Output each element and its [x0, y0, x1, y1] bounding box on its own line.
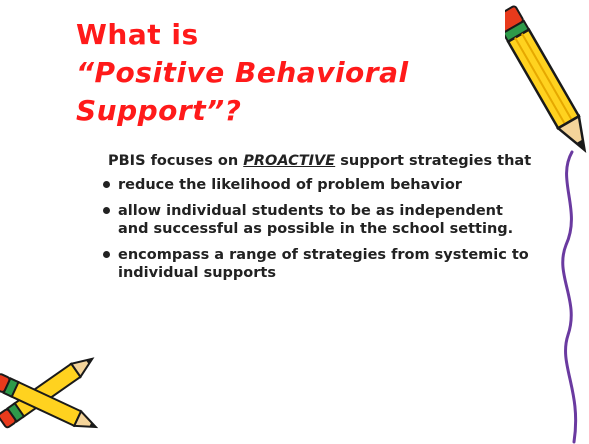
bullet-item: encompass a range of strategies from sys…	[102, 246, 532, 282]
intro-text: PBIS focuses on PROACTIVE support strate…	[108, 152, 532, 170]
title-line-3: Support”?	[76, 94, 242, 127]
intro-prefix: PBIS focuses on	[108, 153, 244, 169]
bullet-item: allow individual students to be as indep…	[102, 202, 532, 238]
slide-title: What is “Positive Behavioral Support”?	[76, 16, 516, 130]
bullet-item: reduce the likelihood of problem behavio…	[102, 176, 532, 194]
intro-emphasis: PROACTIVE	[243, 153, 336, 169]
bullet-text: encompass a range of strategies from sys…	[118, 247, 529, 281]
crossed-pencils-icon	[0, 357, 99, 429]
bullet-text: allow individual students to be as indep…	[118, 203, 514, 237]
bullet-text: reduce the likelihood of problem behavio…	[118, 177, 462, 193]
slide-body: PBIS focuses on PROACTIVE support strate…	[102, 152, 532, 290]
bullet-dot-icon	[103, 181, 110, 188]
bracket-curve-icon	[561, 150, 578, 444]
bullet-dot-icon	[103, 251, 110, 258]
pencil-icon	[505, 5, 587, 154]
title-line-1: What is	[76, 18, 199, 51]
intro-suffix: support strategies that	[335, 153, 532, 169]
title-line-2: “Positive Behavioral	[76, 56, 409, 89]
bullet-dot-icon	[103, 207, 110, 214]
bullet-list: reduce the likelihood of problem behavio…	[102, 176, 532, 282]
